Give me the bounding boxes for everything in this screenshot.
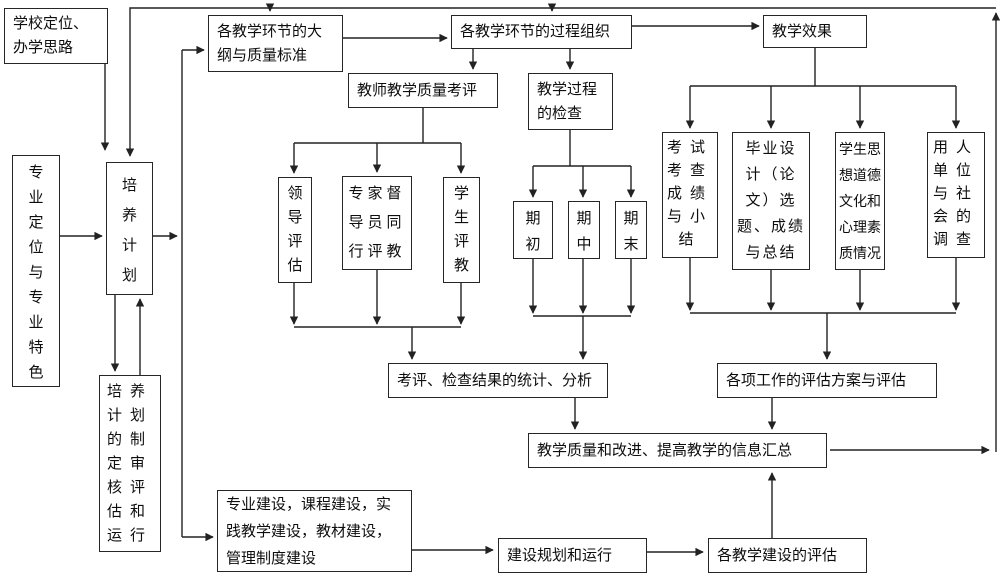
node-label: 培 养 计 划 [121,177,137,284]
node-label: 教学质量和改进、提高教学的信息汇总 [537,441,793,459]
node-label: 期 中 [576,210,592,253]
connectors [60,3,1001,557]
node-construction-plan-operation: 建设规划和运行 [498,538,647,573]
node-label: 毕业设 计（论 文）选 题、成绩 与总结 [736,140,805,261]
node-label: 专家督 导员同 行评教 [348,185,406,260]
node-label: 考试 考查 成绩 与小 结 [666,139,713,248]
node-process-organization: 各教学环节的过程组织 [451,15,632,49]
node-label: 各项工作的评估方案与评估 [726,371,907,389]
node-stats-analysis: 考评、检查结果的统计、分析 [388,363,608,398]
node-term-end: 期 末 [615,201,647,259]
connector [125,7,996,157]
node-exam-results-summary: 考试 考查 成绩 与小 结 [662,132,718,258]
node-label: 教师教学质量考评 [357,81,478,99]
node-label: 期 末 [623,210,639,253]
node-training-plan: 培 养 计 划 [106,162,153,295]
node-label: 教学效果 [772,22,833,40]
node-label: 建设规划和运行 [507,546,613,564]
node-label: 专业建设，课程建设，实践教学建设，教材建设，管理制度建设 [226,495,392,567]
node-construction-list: 专业建设，课程建设，实践教学建设，教材建设，管理制度建设 [217,490,412,572]
node-label: 各教学环节的过程组织 [460,23,611,40]
node-work-eval-scheme: 各项工作的评估方案与评估 [717,363,937,398]
node-plan-review-operation: 培养 计划 的制 定审 核评 估和 运行 [99,375,161,552]
node-label: 培养 计划 的制 定审 核评 估和 运行 [106,383,153,544]
node-info-summary: 教学质量和改进、提高教学的信息汇总 [528,433,827,468]
node-label: 学校定位、 办学思路 [13,15,89,56]
node-employer-society-survey: 用人 单位 与社 会的 调查 [927,132,985,258]
node-label: 各教学建设的评估 [717,546,838,564]
node-label: 期 初 [525,210,541,253]
node-student-eval: 学 生 评 教 [443,177,480,283]
node-label: 领 导 评 估 [287,185,303,274]
node-label: 考评、检查结果的统计、分析 [397,371,593,389]
node-teaching-effect: 教学效果 [763,15,867,48]
node-major-positioning: 专 业 定 位 与 专 业 特 色 [12,155,60,387]
node-expert-peer-eval: 专家督 导员同 行评教 [342,176,412,270]
node-label: 学生思 想道德 文化和 心理素 质情况 [839,141,881,261]
node-label: 学 生 评 教 [453,185,469,274]
node-school-positioning: 学校定位、 办学思路 [4,8,108,64]
node-teacher-quality-eval: 教师教学质量考评 [348,73,498,108]
node-label: 用人 单位 与社 会的 调查 [932,139,979,248]
node-label: 教学过程 的检查 [537,80,598,122]
node-student-moral-quality: 学生思 想道德 文化和 心理素 质情况 [835,132,885,270]
node-term-begin: 期 初 [513,201,553,259]
node-label: 各教学环节的大 纲与质量标准 [217,22,323,64]
node-process-check: 教学过程 的检查 [528,73,613,130]
node-label: 专 业 定 位 与 专 业 特 色 [28,164,44,381]
node-term-mid: 期 中 [568,201,600,259]
node-graduation-design: 毕业设 计（论 文）选 题、成绩 与总结 [732,132,810,270]
node-syllabus-standards: 各教学环节的大 纲与质量标准 [208,15,343,72]
node-leader-eval: 领 导 评 估 [278,177,312,283]
node-construction-eval: 各教学建设的评估 [708,538,867,573]
